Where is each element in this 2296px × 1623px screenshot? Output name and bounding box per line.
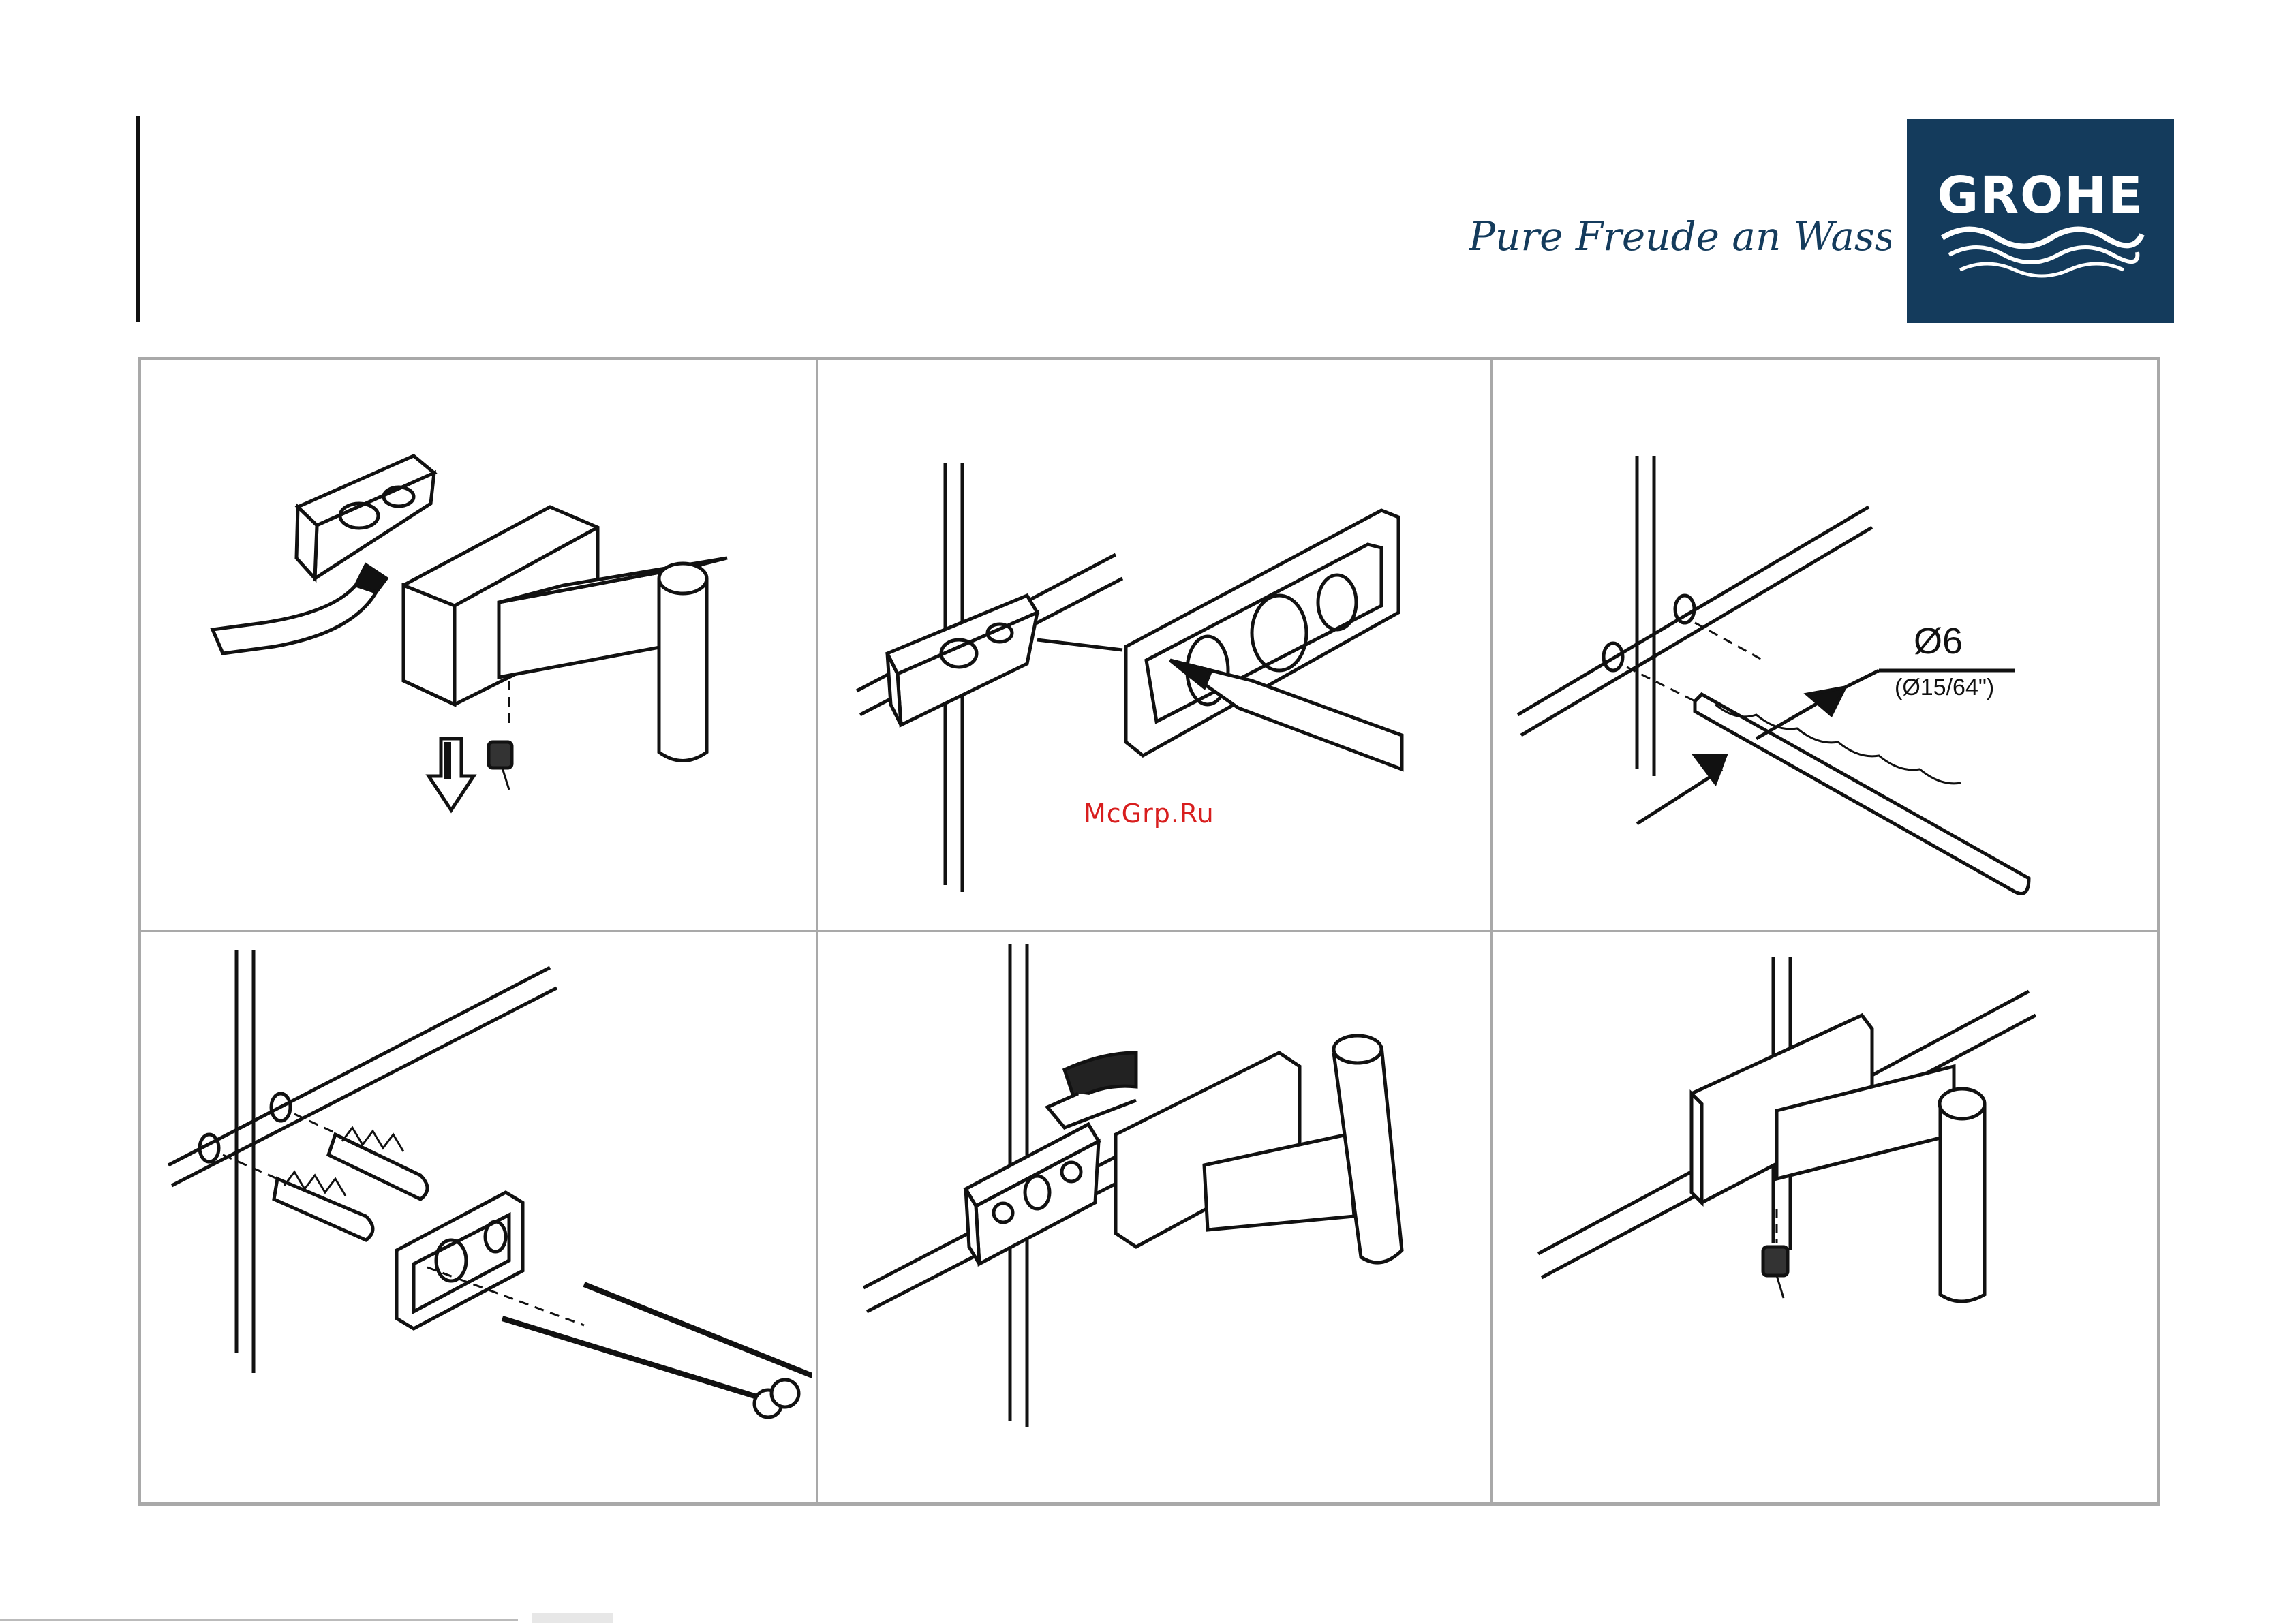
fix-hook-icon — [1490, 930, 2158, 1502]
mount-plate-icon — [816, 930, 1487, 1502]
step-1-panel — [141, 360, 812, 927]
footer-rule — [0, 1619, 518, 1621]
step-3-panel — [1490, 360, 2158, 927]
step-2-panel: McGrp.Ru — [816, 360, 1487, 927]
brand-tagline: Pure Freude an Wasser — [1469, 208, 1891, 269]
step-4-panel — [141, 930, 812, 1502]
drill-icon — [1490, 360, 2158, 927]
footer-smudge — [532, 1613, 613, 1623]
mark-holes-icon — [816, 360, 1487, 927]
drill-imperial-label: (Ø15/64") — [1895, 675, 1994, 701]
drill-diameter-label: Ø6 — [1914, 620, 1963, 662]
step-5-panel — [816, 930, 1487, 1502]
grohe-logo: GROHE — [1907, 119, 2174, 323]
plugs-screws-icon — [141, 930, 812, 1502]
step-6-panel — [1490, 930, 2158, 1502]
svg-text:Pure Freude an Wasser: Pure Freude an Wasser — [1469, 213, 1891, 260]
header-rule — [136, 116, 140, 322]
water-waves-icon — [1907, 119, 2174, 323]
disassemble-hook-icon — [141, 360, 812, 927]
watermark: McGrp.Ru — [1084, 799, 1214, 829]
